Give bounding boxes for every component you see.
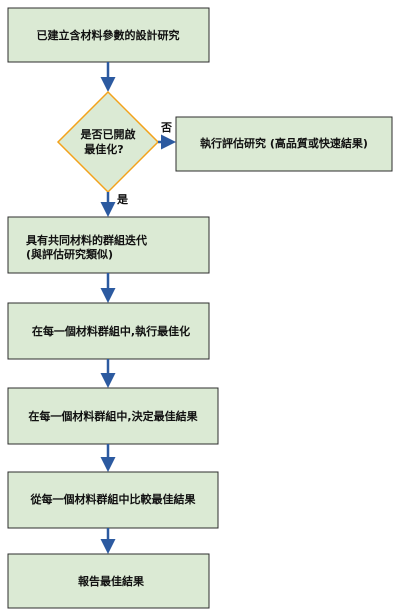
compare-best-box: 從每一個材料群組中比較最佳結果 [7,471,219,529]
iterate-groups-box: 具有共同材料的群組迭代 (與評估研究類似) [7,216,210,274]
yes-label: 是 [116,193,129,206]
optimize-box: 在每一個材料群組中,執行最佳化 [7,302,210,360]
decision-label-line1: 是否已開啟 [80,127,137,141]
compare-best-label: 從每一個材料群組中比較最佳結果 [30,492,196,506]
start-box: 已建立含材料參數的設計研究 [7,7,210,63]
optimize-label: 在每一個材料群組中,執行最佳化 [32,324,190,338]
report-label: 報告最佳結果 [78,574,144,588]
evaluation-study-box: 執行評估研究 (高品質或快速結果) [175,116,393,172]
iterate-groups-label-line1: 具有共同材料的群組迭代 [26,233,147,247]
start-box-label: 已建立含材料參數的設計研究 [37,28,180,42]
evaluation-study-label: 執行評估研究 (高品質或快速結果) [200,136,368,150]
iterate-groups-label-line2: (與評估研究類似) [26,247,113,261]
decision-diamond: 是否已開啟 最佳化? [56,90,160,194]
report-box: 報告最佳結果 [7,553,210,609]
decide-best-box: 在每一個材料群組中,決定最佳結果 [7,387,219,445]
no-label: 否 [160,121,172,134]
decision-label-line2: 最佳化? [84,142,123,156]
decide-best-label: 在每一個材料群組中,決定最佳結果 [28,409,197,423]
